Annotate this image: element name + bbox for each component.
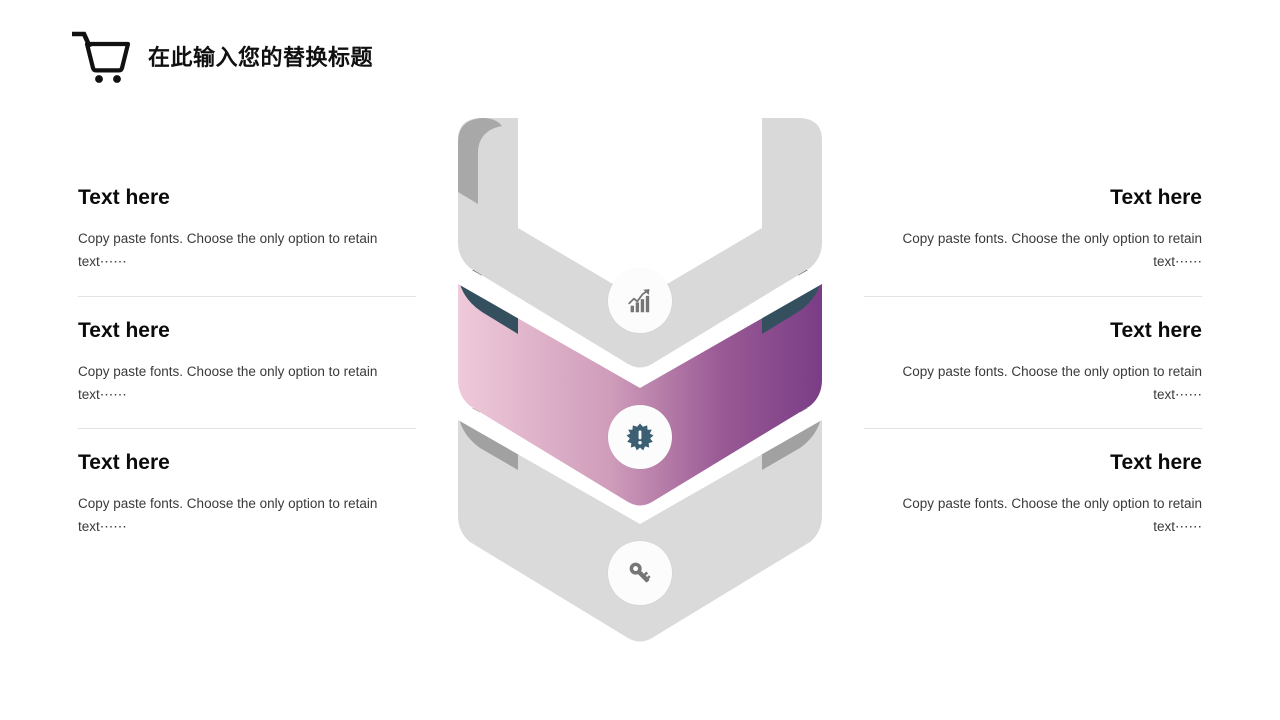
band-top-group bbox=[458, 118, 822, 368]
left-block-3-body: Copy paste fonts. Choose the only option… bbox=[78, 496, 378, 535]
left-text-block-2: Text here Copy paste fonts. Choose the o… bbox=[78, 295, 416, 429]
right-text-block-1: Text here Copy paste fonts. Choose the o… bbox=[864, 186, 1202, 296]
right-text-block-2: Text here Copy paste fonts. Choose the o… bbox=[864, 295, 1202, 429]
page-title: 在此输入您的替换标题 bbox=[148, 45, 374, 70]
right-block-3-body: Copy paste fonts. Choose the only option… bbox=[902, 496, 1202, 535]
left-text-block-1: Text here Copy paste fonts. Choose the o… bbox=[78, 186, 416, 296]
badge-key[interactable] bbox=[608, 541, 672, 605]
key-icon bbox=[625, 558, 655, 588]
right-block-2-title: Text here bbox=[1110, 318, 1202, 342]
gap-top-mid bbox=[458, 262, 822, 388]
right-text-column: Text here Copy paste fonts. Choose the o… bbox=[864, 186, 1202, 561]
chevron-stack-svg bbox=[458, 118, 822, 642]
left-text-block-3: Text here Copy paste fonts. Choose the o… bbox=[78, 428, 416, 561]
shopping-cart-icon bbox=[71, 28, 131, 84]
left-block-1-title: Text here bbox=[78, 186, 170, 209]
right-block-1-body: Copy paste fonts. Choose the only option… bbox=[902, 231, 1202, 270]
chevron-infographic bbox=[440, 108, 840, 656]
left-block-2-body: Copy paste fonts. Choose the only option… bbox=[78, 363, 378, 402]
alert-burst-icon bbox=[625, 422, 655, 452]
growth-chart-icon bbox=[625, 286, 655, 316]
left-block-1-body: Copy paste fonts. Choose the only option… bbox=[78, 231, 378, 270]
right-block-2-body: Copy paste fonts. Choose the only option… bbox=[902, 363, 1202, 402]
right-block-3-title: Text here bbox=[1110, 451, 1202, 475]
right-text-block-3: Text here Copy paste fonts. Choose the o… bbox=[864, 428, 1202, 561]
band-top-fold-left bbox=[458, 118, 502, 204]
left-text-column: Text here Copy paste fonts. Choose the o… bbox=[78, 186, 416, 561]
badge-alert-burst[interactable] bbox=[608, 405, 672, 469]
left-block-3-title: Text here bbox=[78, 451, 170, 475]
left-block-2-title: Text here bbox=[78, 318, 170, 342]
slide-header: 在此输入您的替换标题 bbox=[71, 28, 374, 84]
right-block-1-title: Text here bbox=[1110, 186, 1202, 209]
badge-growth-chart[interactable] bbox=[608, 269, 672, 333]
band-top-shape bbox=[458, 118, 822, 368]
